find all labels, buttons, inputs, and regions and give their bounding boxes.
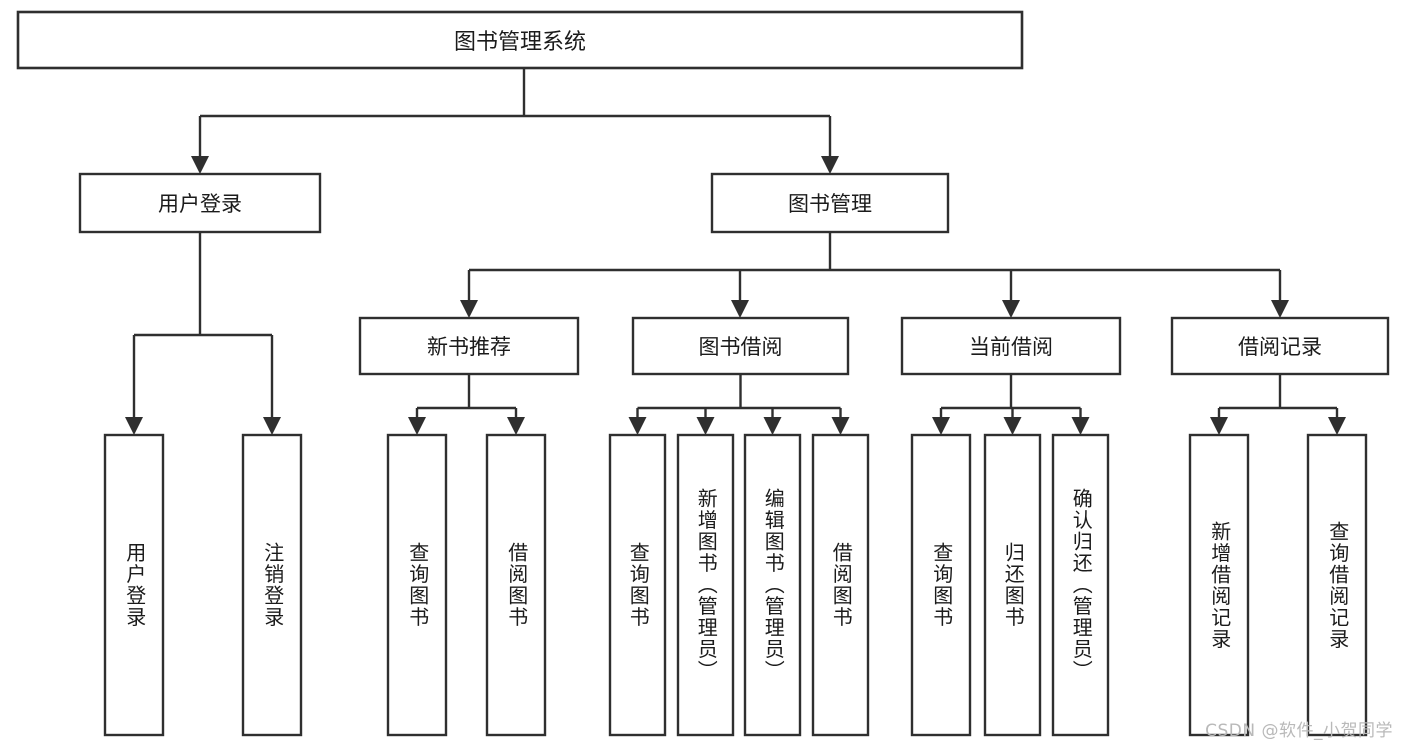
arrow-head-icon <box>821 156 839 174</box>
node-leaf-confirm-return[interactable] <box>1051 433 1110 737</box>
arrow-head-icon <box>763 417 782 435</box>
node-leaf-add-book[interactable] <box>676 433 735 737</box>
node-leaf-borrow-book-1[interactable] <box>485 433 547 737</box>
arrow-head-icon <box>460 300 478 318</box>
arrow-head-icon <box>507 417 525 435</box>
arrow-head-icon <box>1210 417 1228 435</box>
node-leaf-return-book[interactable] <box>983 433 1042 737</box>
arrow-head-icon <box>932 417 950 435</box>
node-leaf-query-book-2[interactable] <box>608 433 667 737</box>
node-root[interactable] <box>16 10 1024 70</box>
node-leaf-user-login[interactable] <box>103 433 165 737</box>
arrow-head-icon <box>1071 417 1090 435</box>
node-leaf-add-record[interactable] <box>1188 433 1250 737</box>
arrow-head-icon <box>628 417 647 435</box>
node-leaf-edit-book[interactable] <box>743 433 802 737</box>
node-leaf-query-book-3[interactable] <box>910 433 972 737</box>
node-leaf-logout[interactable] <box>241 433 303 737</box>
arrow-head-icon <box>263 417 281 435</box>
arrow-head-icon <box>1328 417 1346 435</box>
node-new-book-recommend[interactable] <box>358 316 580 376</box>
node-book-borrow[interactable] <box>631 316 850 376</box>
arrow-head-icon <box>1003 417 1022 435</box>
node-leaf-query-record[interactable] <box>1306 433 1368 737</box>
arrow-head-icon <box>696 417 715 435</box>
arrow-head-icon <box>1271 300 1289 318</box>
arrow-head-icon <box>1002 300 1020 318</box>
node-leaf-borrow-book-2[interactable] <box>811 433 870 737</box>
arrow-head-icon <box>408 417 426 435</box>
node-user-login[interactable] <box>78 172 322 234</box>
arrow-head-icon <box>191 156 209 174</box>
arrow-head-icon <box>831 417 850 435</box>
arrow-head-icon <box>125 417 143 435</box>
node-leaf-query-book-1[interactable] <box>386 433 448 737</box>
node-borrow-record[interactable] <box>1170 316 1390 376</box>
node-book-manage[interactable] <box>710 172 950 234</box>
node-current-borrow[interactable] <box>900 316 1122 376</box>
watermark-text: CSDN @软件_小贺同学 <box>1205 721 1393 741</box>
arrow-head-icon <box>731 300 749 318</box>
